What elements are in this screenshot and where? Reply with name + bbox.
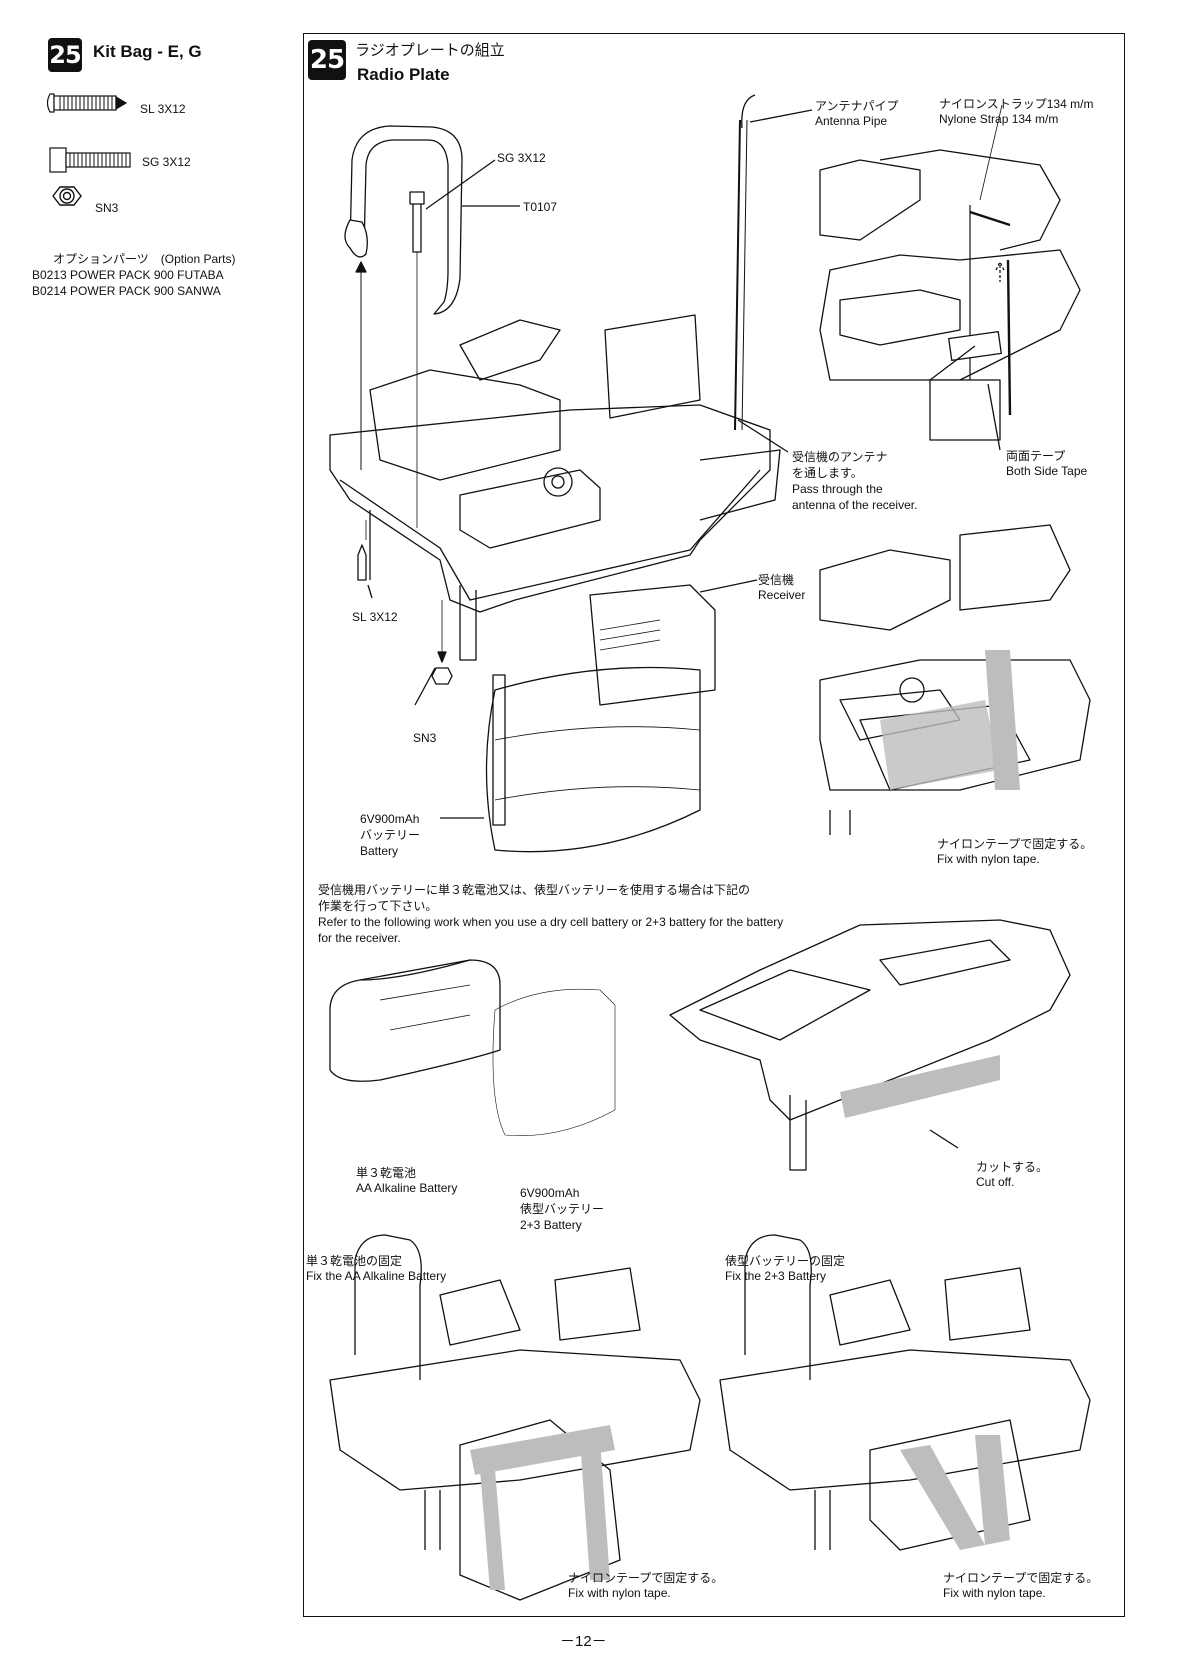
- heading-fix-2plus3: 俵型バッテリーの固定 Fix the 2+3 Battery: [725, 1254, 846, 1283]
- part-label-sl: SL 3X12: [140, 102, 186, 116]
- label-pass-antenna: 受信機のアンテナ を通します。 Pass through the antenna…: [792, 450, 918, 512]
- receiver-battery-note: 受信機用バッテリーに単３乾電池又は、俵型バッテリーを使用する場合は下記の 作業を…: [318, 883, 784, 945]
- label-aa-battery: 単３乾電池 AA Alkaline Battery: [356, 1166, 458, 1195]
- label-sn3: SN3: [413, 731, 437, 745]
- step-title-en: Radio Plate: [357, 65, 450, 84]
- label-both-side-tape: 両面テープ Both Side Tape: [1006, 449, 1088, 478]
- option-part-sanwa: B0214 POWER PACK 900 SANWA: [32, 284, 221, 298]
- option-parts-heading: オプションパーツ (Option Parts): [53, 252, 236, 266]
- label-2plus3-battery: 6V900mAh 俵型バッテリー 2+3 Battery: [520, 1186, 605, 1232]
- label-receiver: 受信機 Receiver: [758, 573, 806, 602]
- label-cut-off: カットする。 Cut off.: [976, 1160, 1049, 1189]
- step-title-jp: ラジオプレートの組立: [355, 42, 505, 59]
- label-t0107: T0107: [523, 200, 558, 214]
- page-number: －12－: [560, 1633, 607, 1650]
- label-nylon-strap: ナイロンストラップ134 m/m Nylone Strap 134 m/m: [939, 97, 1094, 126]
- label-sl3x12: SL 3X12: [352, 610, 398, 624]
- kit-bag-title: Kit Bag - E, G: [93, 42, 202, 61]
- label-antenna-pipe: アンテナパイプ Antenna Pipe: [815, 99, 899, 128]
- label-fix-nylon-right: ナイロンテープで固定する。 Fix with nylon tape.: [943, 1571, 1099, 1600]
- instruction-frame: [303, 33, 1125, 1617]
- part-label-sn: SN3: [95, 201, 119, 215]
- heading-fix-aa: 単３乾電池の固定 Fix the AA Alkaline Battery: [306, 1254, 447, 1283]
- part-label-sg: SG 3X12: [142, 155, 191, 169]
- label-sg3x12: SG 3X12: [497, 151, 546, 165]
- label-fix-nylon-left: ナイロンテープで固定する。 Fix with nylon tape.: [568, 1571, 724, 1600]
- label-fix-nylon-top: ナイロンテープで固定する。 Fix with nylon tape.: [937, 837, 1093, 866]
- option-part-futaba: B0213 POWER PACK 900 FUTABA: [32, 268, 224, 282]
- step-badge: 25: [308, 40, 346, 80]
- kit-step-badge: 25: [48, 38, 82, 72]
- label-battery: 6V900mAh バッテリー Battery: [360, 812, 421, 858]
